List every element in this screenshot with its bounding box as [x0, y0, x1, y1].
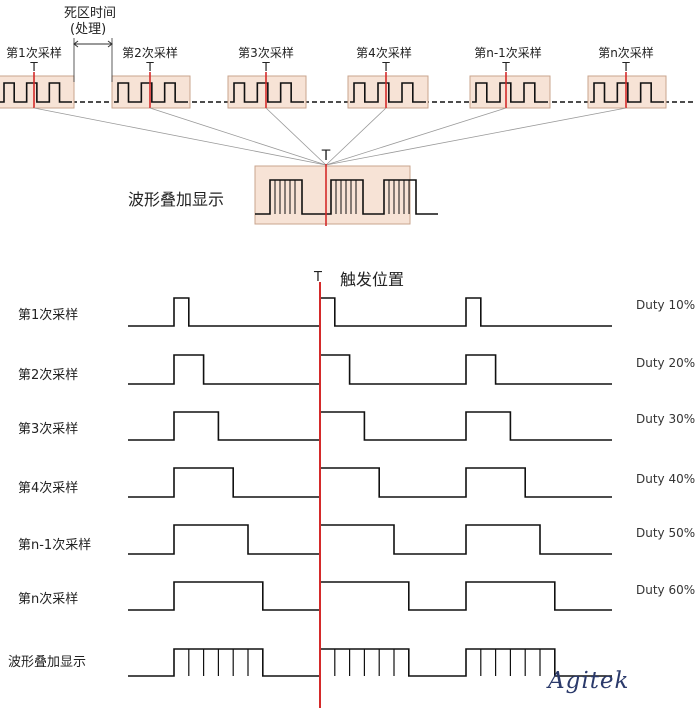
duty-waveform: [128, 467, 612, 498]
row-label: 第n次采样: [18, 592, 79, 607]
trigger-marker: T: [314, 270, 322, 285]
sample-waveform: [350, 82, 426, 103]
top-sample-label: 第4次采样: [356, 46, 412, 60]
top-trigger-marker: T: [146, 60, 154, 74]
row-label: 第n-1次采样: [18, 538, 92, 553]
duty-waveform: [128, 581, 612, 611]
sample-waveform: [590, 82, 664, 103]
top-sample-label: 第n次采样: [598, 46, 654, 60]
top-trigger-marker: T: [30, 60, 38, 74]
row-label: 第4次采样: [18, 481, 79, 496]
top-sample-label: 第n-1次采样: [474, 46, 542, 60]
top-trigger-marker: T: [382, 60, 390, 74]
duty-label: Duty 50%: [636, 526, 696, 540]
duty-waveform: [128, 411, 612, 441]
overlay-label-top: 波形叠加显示: [128, 190, 225, 209]
duty-label: Duty 20%: [636, 356, 696, 370]
connector-line: [265, 107, 327, 166]
connector-line: [33, 107, 327, 166]
duty-waveform: [128, 524, 612, 555]
sample-window-box: [227, 75, 307, 109]
connector-line: [325, 107, 507, 166]
sample-window-box: [111, 75, 191, 109]
sample-waveform: [0, 82, 72, 103]
sample-window-box: [587, 75, 667, 109]
top-sample-label: 第1次采样: [6, 46, 62, 60]
connector-line: [325, 107, 627, 166]
duty-label: Duty 10%: [636, 298, 696, 312]
duty-label: Duty 60%: [636, 583, 696, 597]
top-trigger-marker: T: [622, 60, 630, 74]
row-label: 第1次采样: [18, 308, 79, 323]
dead-time-sublabel: (处理): [70, 22, 107, 37]
sample-waveform: [230, 82, 304, 103]
top-trigger-marker: T: [502, 60, 510, 74]
trigger-position-label: 触发位置: [340, 270, 405, 289]
duty-waveform: [128, 354, 612, 385]
duty-label: Duty 30%: [636, 412, 696, 426]
connector-line: [325, 107, 387, 166]
duty-waveform: [128, 297, 612, 327]
overlay-label-bottom: 波形叠加显示: [8, 655, 87, 670]
row-label: 第3次采样: [18, 422, 79, 437]
sample-waveform: [114, 82, 188, 103]
agitek-logo: Agitek: [548, 668, 630, 694]
top-sample-label: 第2次采样: [122, 46, 178, 60]
connector-line: [149, 107, 327, 166]
top-trigger-marker: T: [262, 60, 270, 74]
dead-time-label: 死区时间: [64, 6, 117, 21]
row-label: 第2次采样: [18, 368, 79, 383]
overlay-trigger-marker: T: [321, 148, 331, 164]
duty-label: Duty 40%: [636, 472, 696, 486]
overlay-box: [254, 165, 411, 225]
top-sample-label: 第3次采样: [238, 46, 294, 60]
